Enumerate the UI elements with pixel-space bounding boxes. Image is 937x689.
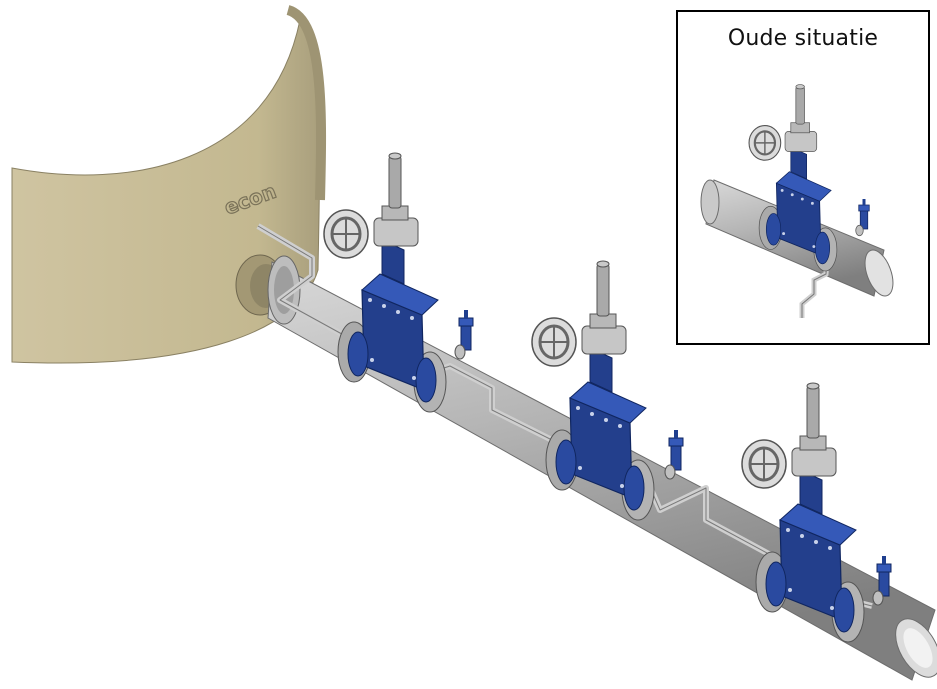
inset-title: Oude situatie — [727, 26, 879, 51]
old-situation-illustration — [700, 83, 894, 318]
storage-tank: econ — [11, 5, 327, 364]
gate-valve-3 — [740, 381, 866, 644]
gate-valve-1 — [322, 151, 448, 414]
relief-valve-1 — [454, 309, 474, 360]
gate-valve-2 — [530, 259, 656, 522]
relief-valve-2 — [664, 429, 684, 480]
old-situation-inset: Oude situatie — [676, 10, 930, 345]
